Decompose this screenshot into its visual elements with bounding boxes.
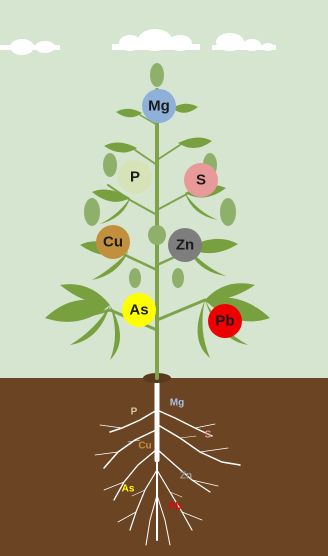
element-pb-label: Pb [215, 313, 234, 330]
element-cu-marker: Cu [96, 225, 130, 259]
element-p-marker: P [118, 160, 152, 194]
element-pb-marker: Pb [208, 304, 242, 338]
element-s-label: S [196, 172, 206, 189]
root-label-s: S [205, 430, 212, 441]
element-as-marker: As [122, 293, 156, 327]
root-label-zn: Zn [180, 471, 192, 482]
root-label-mg: Mg [170, 398, 184, 409]
root-label-p: P [131, 407, 138, 418]
element-as-label: As [129, 302, 148, 319]
root-label-pb: Pb [169, 502, 182, 513]
soil-background [0, 378, 328, 556]
element-s-marker: S [184, 163, 218, 197]
root-label-as: As [122, 484, 135, 495]
element-zn-label: Zn [176, 237, 194, 254]
element-mg-label: Mg [148, 98, 170, 115]
element-p-label: P [130, 169, 140, 186]
element-zn-marker: Zn [168, 228, 202, 262]
root-label-cu: Cu [138, 441, 151, 452]
element-mg-marker: Mg [142, 89, 176, 123]
element-cu-label: Cu [103, 234, 123, 251]
sky-background [0, 0, 328, 378]
